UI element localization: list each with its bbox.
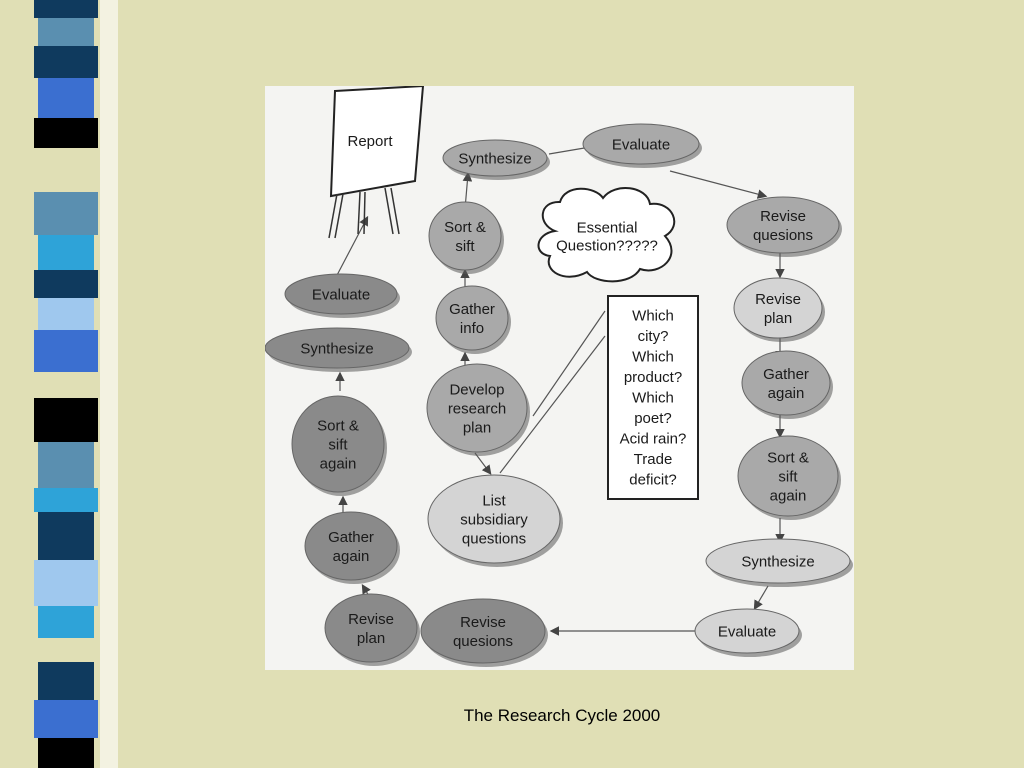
node-ellipse (291, 395, 385, 493)
node-synthesize-r: Synthesize (705, 538, 853, 587)
arrow-eval-to-revise (669, 170, 768, 199)
stripe-segment (34, 398, 98, 442)
node-synthesize-top: Synthesize (442, 139, 550, 180)
essential-question-cloud (537, 186, 676, 283)
node-ellipse (324, 593, 418, 663)
node-ellipse (726, 196, 840, 254)
stripe-segment (38, 662, 94, 700)
node-ellipse (737, 435, 839, 517)
examples-box (607, 295, 699, 500)
stripe-segment (38, 512, 94, 560)
node-evaluate-top: Evaluate (582, 123, 702, 168)
node-ellipse (733, 277, 823, 339)
node-label: Synthesize (300, 340, 373, 357)
stripe-highlight (100, 0, 118, 768)
node-ellipse (428, 201, 502, 271)
node-label: Evaluate (718, 623, 776, 640)
arrow-develop-to-list (474, 452, 492, 475)
stripe-segment (38, 18, 94, 46)
stripe-segment (38, 606, 94, 638)
node-ellipse (420, 598, 546, 664)
report-easel: Report (328, 86, 425, 239)
stripe-segment (34, 700, 98, 738)
stripe-segment (38, 235, 94, 270)
stripe-segment (34, 46, 98, 78)
stripe-segment (38, 372, 94, 398)
stripe-segment (38, 148, 94, 192)
stripe-segment (38, 298, 94, 330)
report-label: Report (347, 133, 393, 150)
node-ellipse (442, 139, 548, 177)
arrow-eval-to-report (334, 215, 369, 280)
node-label: Synthesize (458, 150, 531, 167)
stripe-segment (34, 488, 98, 512)
stripe-segment (38, 738, 94, 768)
decorative-stripe-bar (0, 0, 120, 768)
stripe-segment (34, 638, 98, 662)
line-question-to-list (499, 335, 606, 474)
node-ellipse (741, 350, 831, 416)
node-evaluate-l: Evaluate (284, 273, 400, 318)
node-ellipse (427, 474, 561, 564)
stripe-segment (34, 118, 98, 148)
node-evaluate-bottom: Evaluate (694, 608, 802, 657)
node-sort-sift-1: Sort &sift (428, 201, 504, 274)
arrow-synth-to-eval-bottom (753, 585, 769, 611)
node-label: Evaluate (612, 136, 670, 153)
line-question-to-develop (532, 310, 606, 417)
node-ellipse (582, 123, 700, 165)
stripe-segment (38, 78, 94, 118)
node-label: Evaluate (312, 286, 370, 303)
node-label: Sort &sift (444, 219, 486, 255)
node-synthesize-l: Synthesize (265, 327, 412, 372)
stripe-segment (38, 442, 94, 488)
slide-caption: The Research Cycle 2000 (463, 706, 661, 725)
stripe-segment (34, 192, 98, 235)
node-ellipse (304, 511, 398, 581)
stripe-segment (34, 0, 98, 18)
node-ellipse (694, 608, 800, 654)
node-ellipse (426, 363, 528, 453)
node-ellipse (284, 273, 398, 315)
stripe-segment (34, 560, 98, 606)
node-label: Synthesize (741, 553, 814, 570)
node-ellipse (265, 327, 410, 369)
node-ellipse (435, 285, 509, 351)
stripe-segment (34, 270, 98, 298)
stripe-segment (34, 330, 98, 372)
node-ellipse (705, 538, 851, 584)
